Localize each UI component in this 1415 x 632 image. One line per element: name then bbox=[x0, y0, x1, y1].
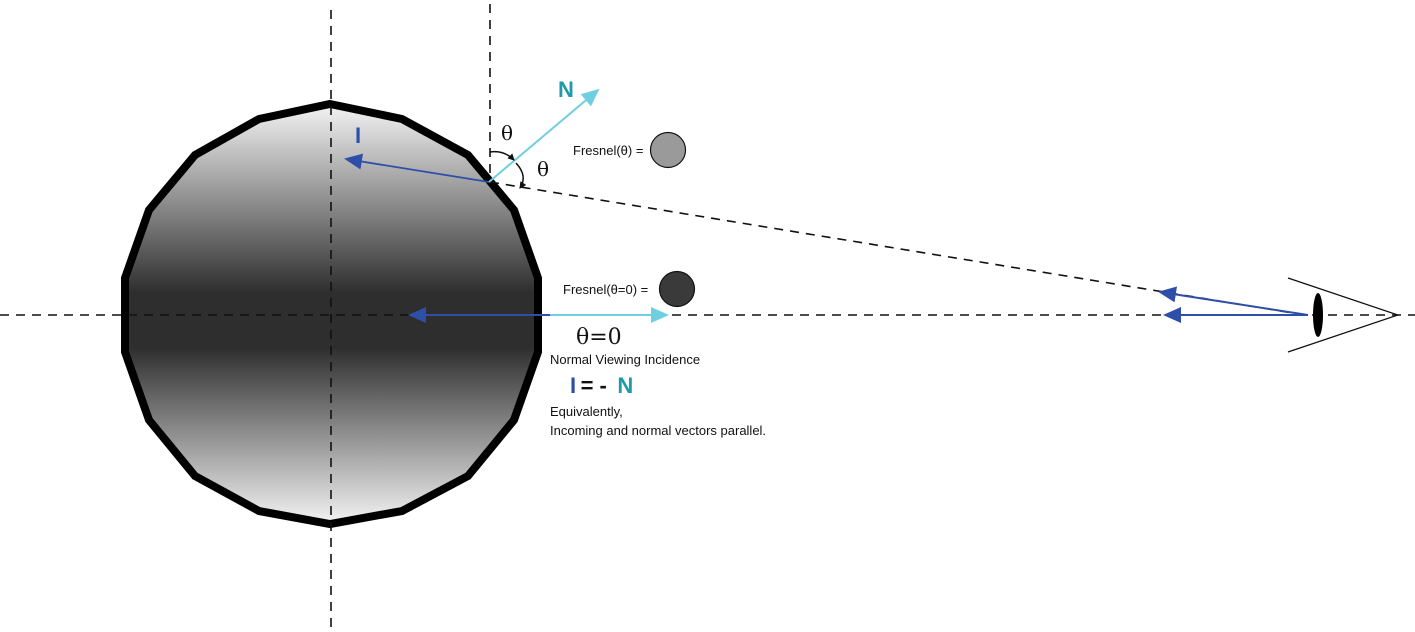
label-theta-upper: θ bbox=[501, 121, 513, 145]
label-equivalently: Equivalently, bbox=[550, 404, 623, 419]
theta-arc-lower bbox=[515, 162, 527, 189]
label-normal-viewing: Normal Viewing Incidence bbox=[550, 352, 700, 367]
normal-vector-N bbox=[488, 88, 600, 183]
gray-circle-swatch bbox=[649, 131, 687, 169]
label-theta-zero: θ=0 bbox=[576, 325, 622, 350]
eq-N: N bbox=[617, 373, 633, 398]
label-fresnel-zero: Fresnel(θ=0) = bbox=[563, 282, 648, 297]
incoming-vector-I bbox=[344, 153, 490, 183]
label-theta-lower: θ bbox=[537, 157, 549, 181]
eq-mid: = - bbox=[581, 373, 607, 398]
label-equation: I = - N bbox=[570, 373, 633, 398]
eq-I: I bbox=[570, 373, 576, 398]
label-I: I bbox=[355, 123, 361, 148]
label-N: N bbox=[558, 77, 574, 102]
label-fresnel-theta: Fresnel(θ) = bbox=[573, 143, 643, 158]
theta-arc-upper bbox=[489, 150, 515, 161]
label-parallel-note: Incoming and normal vectors parallel. bbox=[550, 423, 766, 438]
dark-circle-swatch bbox=[658, 270, 696, 308]
eye-icon bbox=[1287, 277, 1399, 353]
eye-ray-upper bbox=[1158, 286, 1309, 316]
